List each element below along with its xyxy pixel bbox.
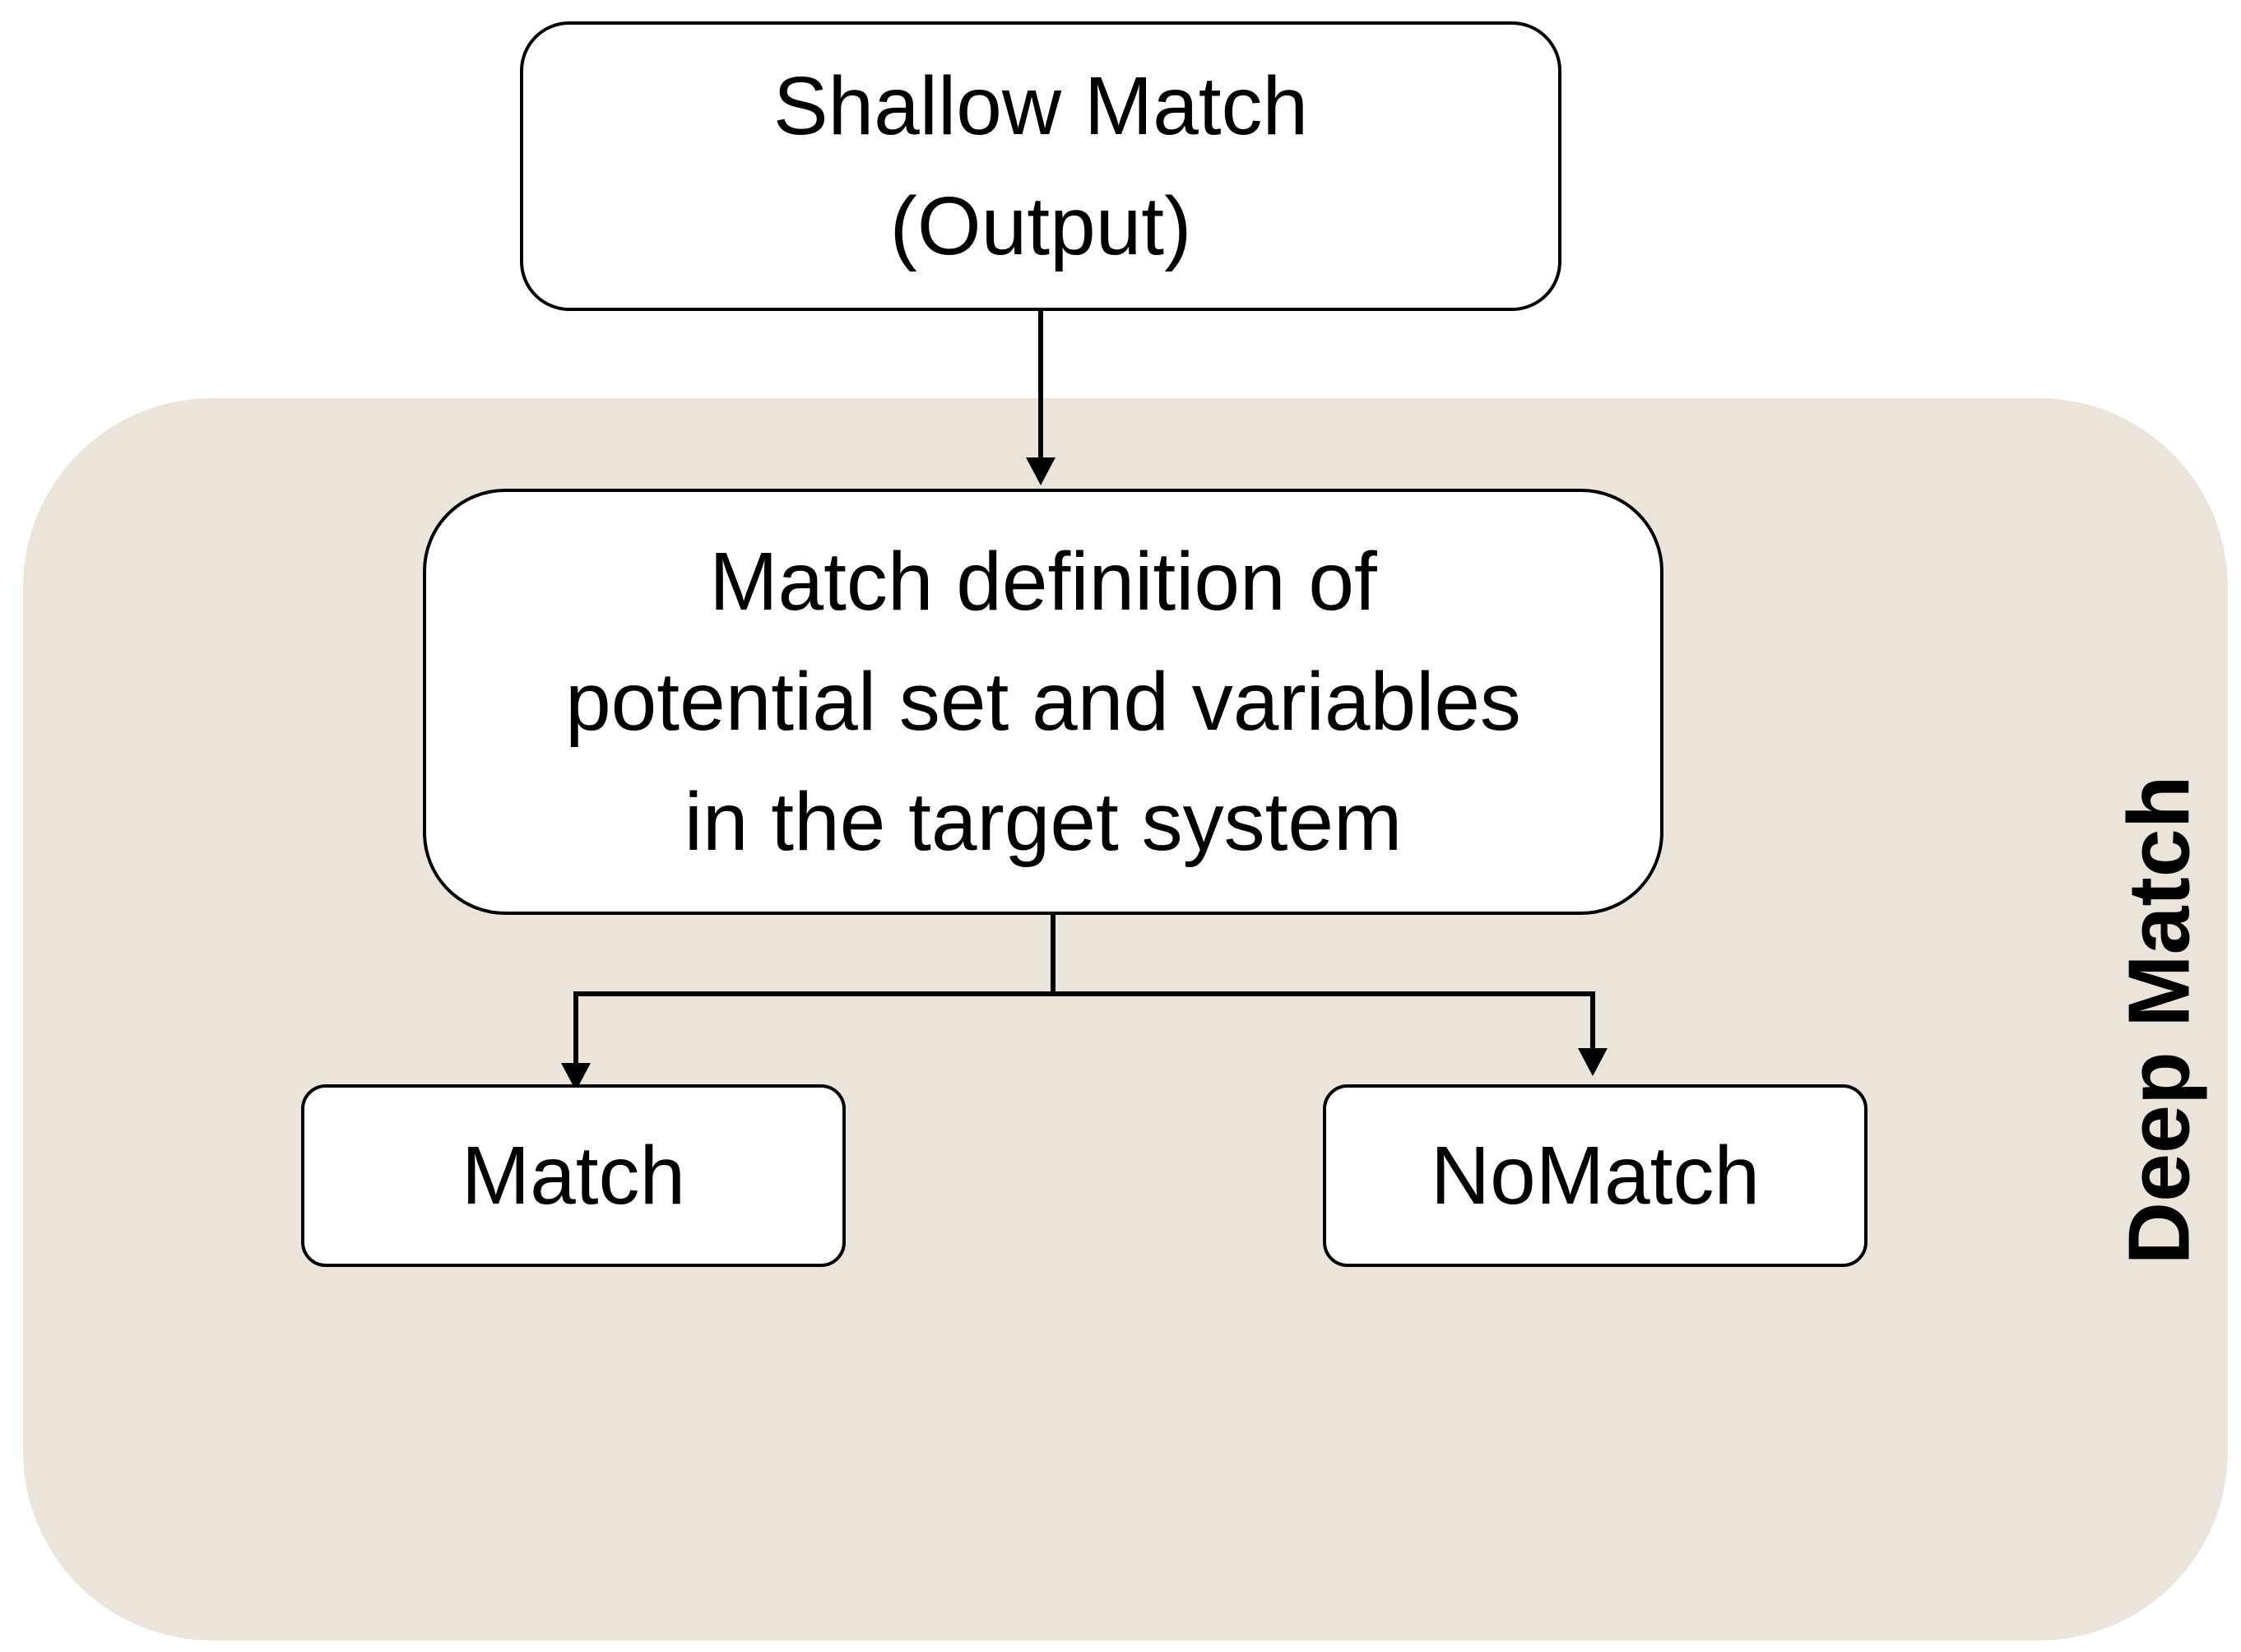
deep-match-region-label: Deep Match	[2110, 775, 2208, 1265]
shallow-match-output-label: Shallow Match (Output)	[773, 60, 1309, 272]
no-match-label: NoMatch	[1430, 1130, 1761, 1222]
no-match-box: NoMatch	[1323, 1084, 1868, 1267]
match-definition-box: Match definition of potential set and va…	[423, 489, 1663, 915]
match-box: Match	[301, 1084, 846, 1267]
match-label: Match	[461, 1130, 686, 1222]
shallow-match-output-box: Shallow Match (Output)	[520, 21, 1561, 311]
match-definition-label: Match definition of potential set and va…	[565, 536, 1521, 868]
